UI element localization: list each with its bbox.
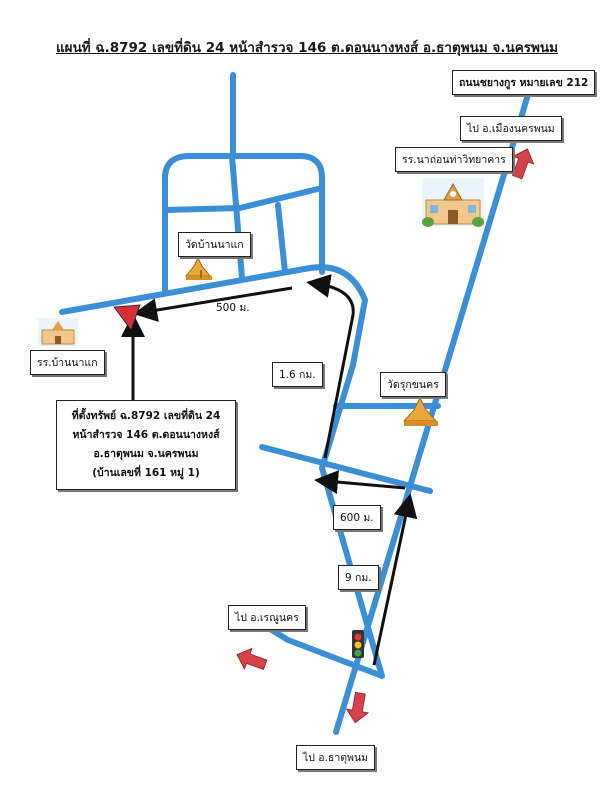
route-arrow-9km [372, 493, 418, 666]
route-arrow-500m [133, 286, 293, 322]
to-nakhon-phanom-label: ไป อ.เมืองนครพนม [460, 116, 562, 141]
route-arrows [121, 274, 418, 666]
property-info-box: ที่ตั้งทรัพย์ ฉ.8792 เลขที่ดิน 24 หน้าสำ… [56, 400, 236, 490]
distance-600m-label: 600 ม. [333, 505, 381, 530]
arrow-to-that-phanom-icon [345, 691, 370, 724]
road-to-ban-na-kae [59, 264, 385, 679]
arrow-to-renu-nakhon-icon [236, 647, 268, 670]
to-that-phanom-label: ไป อ.ธาตุพนม [296, 745, 376, 770]
temple-ban-na-kae-icon [184, 256, 212, 280]
property-line-2: หน้าสำรวจ 146 ต.ดอนนางหงส์ [72, 429, 220, 441]
property-line-3: อ.ธาตุพนม จ.นครพนม [93, 448, 199, 460]
to-renu-nakhon-label: ไป อ.เรณูนคร [228, 605, 306, 630]
road-212-label: ถนนชยางกูร หมายเลข 212 [452, 70, 596, 95]
distance-1-6km-label: 1.6 กม. [272, 362, 323, 387]
small-school-icon [38, 318, 78, 346]
village-inner-road-2 [162, 185, 325, 213]
village-inner-road-3 [275, 202, 288, 275]
property-line-1: ที่ตั้งทรัพย์ ฉ.8792 เลขที่ดิน 24 [71, 410, 221, 422]
distance-9km-label: 9 กม. [338, 565, 379, 590]
school-na-thon-tha-label: รร.นาถ่อนท่าวิทยาคาร [395, 147, 513, 172]
road-lower-cross [259, 444, 433, 494]
village-loop [162, 153, 325, 293]
traffic-light-icon [352, 630, 364, 658]
property-marker-icon [113, 304, 141, 331]
temple-rukkhanakhon-icon [402, 396, 438, 426]
map-title: แผนที่ ฉ.8792 เลขที่ดิน 24 หน้าสำรวจ 146… [55, 40, 559, 56]
village-inner-road-1 [229, 153, 245, 281]
school-building-icon [422, 178, 484, 227]
distance-500m-label: 500 ม. [216, 302, 250, 314]
property-line-4: (บ้านเลขที่ 161 หมู่ 1) [92, 467, 200, 479]
arrow-to-nakhon-phanom-icon [512, 148, 535, 180]
wat-ban-na-kae-label: วัดบ้านนาแก [178, 232, 251, 257]
wat-rukkhanakhon-label: วัดรุกขนคร [380, 372, 446, 397]
school-ban-na-kae-label: รร.บ้านนาแก [30, 350, 105, 375]
route-arrow-600m [314, 470, 406, 495]
direction-arrows [236, 148, 535, 724]
route-arrow-1-6km [306, 274, 355, 459]
